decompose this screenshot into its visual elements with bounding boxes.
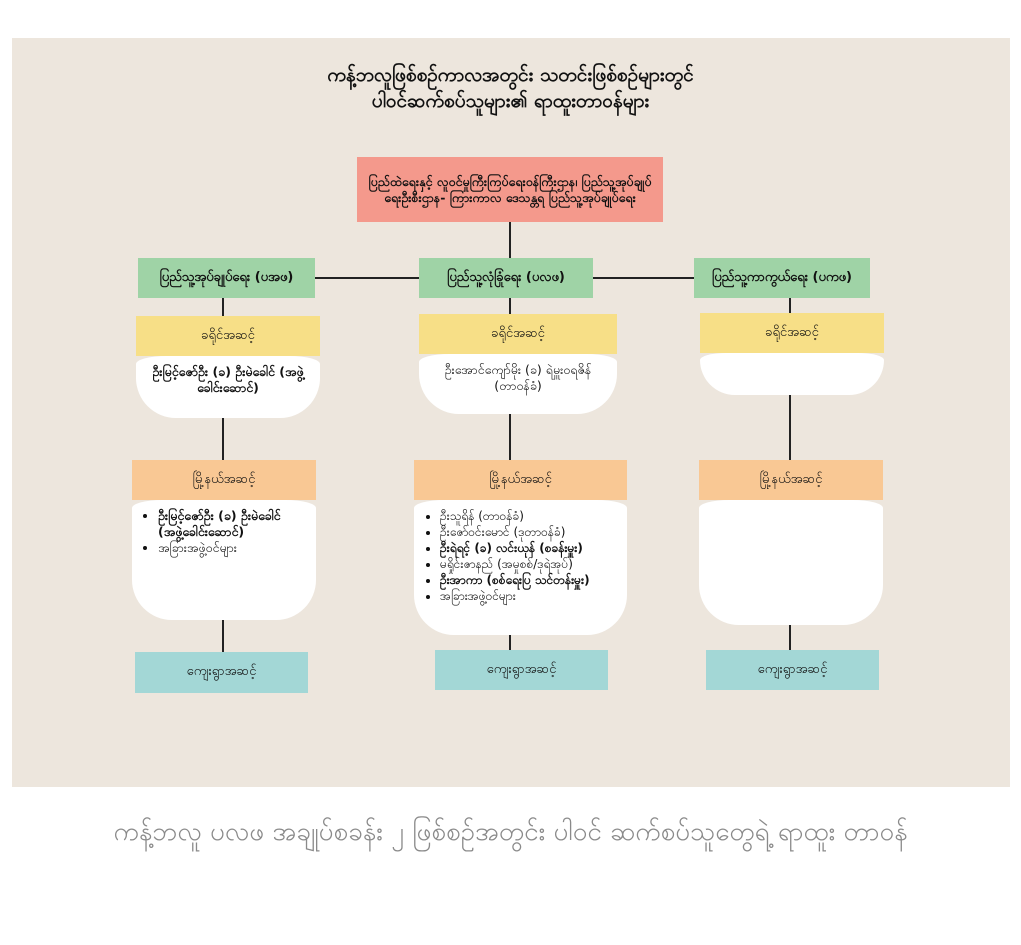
connector — [789, 298, 791, 313]
connector — [789, 395, 791, 460]
connector — [789, 625, 791, 650]
township-detail — [699, 500, 883, 625]
township-member: မရှိုင်းဇာနည် (အမှုစစ်/ဒုရဲအုပ်) — [440, 556, 617, 572]
connector — [509, 222, 511, 258]
root-node: ပြည်ထဲရေးနှင့် လူဝင်မှုကြီးကြပ်ရေးဝန်ကြီ… — [357, 157, 663, 222]
township-label: မြို့နယ်အဆင့် — [414, 460, 627, 500]
township-label: မြို့နယ်အဆင့် — [132, 460, 316, 500]
district-label: ခရိုင်အဆင့် — [136, 316, 320, 356]
village-label: ကျေးရွာအဆင့် — [135, 652, 308, 693]
branch-node-palapha: ပြည်သူ့လုံခြုံရေး (ပလဖ) — [419, 258, 593, 298]
title-line-1: ကန့်ဘလူဖြစ်စဉ်ကာလအတွင်း သတင်းဖြစ်စဉ်များ… — [327, 64, 694, 86]
connector — [222, 298, 224, 316]
connector — [509, 414, 511, 460]
village-label: ကျေးရွာအဆင့် — [706, 650, 879, 690]
township-label: မြို့နယ်အဆင့် — [699, 460, 883, 500]
connector — [222, 620, 224, 652]
township-member: အခြားအဖွဲ့ဝင်များ — [440, 588, 617, 604]
district-label: ခရိုင်အဆင့် — [419, 314, 617, 354]
township-member: ဦးသူရိန် (တာဝန်ခံ) — [440, 508, 617, 524]
district-detail — [700, 353, 884, 395]
township-detail: ဦးမြင့်ဇော်ဦး (ခ) ဦးမဲခေါင် (အဖွဲ့ခေါင်း… — [132, 500, 316, 620]
district-detail: ဦးမြင့်ဇော်ဦး (ခ) ဦးမဲခေါင် (အဖွဲ့ခေါင်း… — [136, 356, 320, 418]
connector — [222, 418, 224, 460]
connector — [509, 635, 511, 650]
township-member: အခြားအဖွဲ့ဝင်များ — [158, 540, 306, 556]
township-member: ဦးအာကာ (စစ်ရေးပြ သင်တန်းမှူး) — [440, 572, 617, 588]
village-label: ကျေးရွာအဆင့် — [435, 650, 608, 690]
township-detail: ဦးသူရိန် (တာဝန်ခံ) ဦးဇော်ဝင်းမောင် (ဒုတာ… — [414, 500, 627, 635]
township-member: ဦးမြင့်ဇော်ဦး (ခ) ဦးမဲခေါင် (အဖွဲ့ခေါင်း… — [158, 508, 306, 540]
branch-node-pakapha: ပြည်သူ့ကာကွယ်ရေး (ပကဖ) — [694, 258, 870, 298]
diagram-title: ကန့်ဘလူဖြစ်စဉ်ကာလအတွင်း သတင်းဖြစ်စဉ်များ… — [0, 62, 1021, 114]
district-label: ခရိုင်အဆင့် — [700, 313, 884, 353]
district-detail: ဦးအောင်ကျော်မိုး (ခ) ရဲမှူးဝရဇိန် (တာဝန်… — [419, 354, 617, 414]
connector — [509, 298, 511, 314]
township-member: ဦးဇော်ဝင်းမောင် (ဒုတာဝန်ခံ) — [440, 524, 617, 540]
title-line-2: ပါဝင်ဆက်စပ်သူများ၏ ရာထူးတာဝန်များ — [371, 90, 650, 112]
township-member: ဦးရဲရင့် (ခ) လင်းယုန် (စခန်းမှူး) — [440, 540, 617, 556]
branch-node-pahpa: ပြည်သူ့အုပ်ချုပ်ရေး (ပအဖ) — [138, 258, 315, 298]
image-caption: ကန့်ဘလူ ပလဖ အချုပ်စခန်း ၂ ဖြစ်စဉ်အတွင်း … — [113, 817, 908, 847]
